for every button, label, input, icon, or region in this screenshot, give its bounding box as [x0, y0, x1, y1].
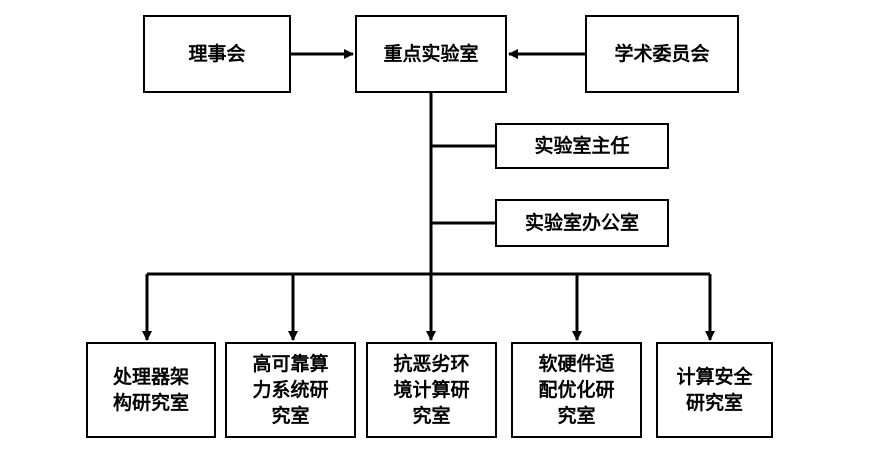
academic-committee-node: 学术委员会	[585, 15, 739, 93]
board-node: 理事会	[143, 15, 291, 93]
key-lab-node: 重点实验室	[355, 15, 507, 93]
research-lab-high-reliability-computing: 高可靠算 力系统研 究室	[225, 342, 356, 438]
lab-director-node: 实验室主任	[495, 123, 669, 169]
lab-office-node: 实验室办公室	[495, 199, 669, 247]
research-lab-computing-security: 计算安全 研究室	[656, 342, 773, 438]
research-lab-processor-architecture: 处理器架 构研究室	[86, 342, 216, 438]
research-lab-harsh-environment-computing: 抗恶劣环 境计算研 究室	[366, 342, 497, 438]
research-lab-hw-sw-adaptation: 软硬件适 配优化研 究室	[511, 342, 642, 438]
